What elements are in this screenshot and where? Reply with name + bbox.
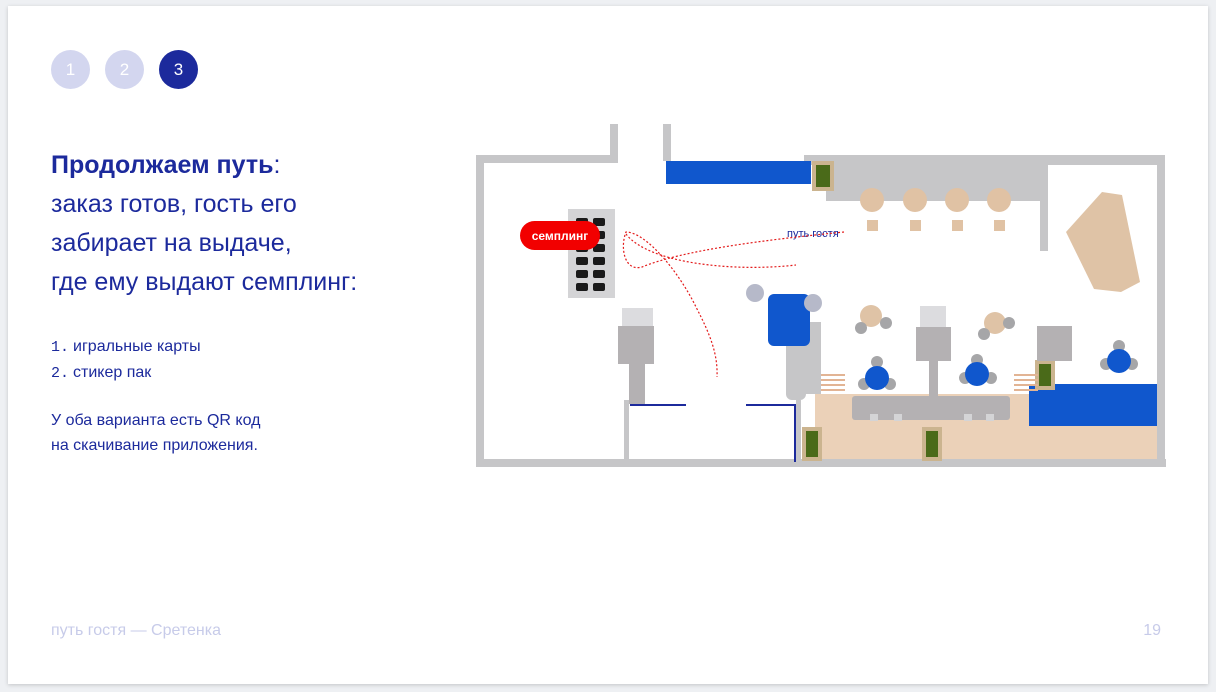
guest-path-line	[622, 231, 845, 378]
blue-armchair	[768, 294, 810, 346]
step-2[interactable]: 2	[105, 50, 144, 89]
floor-plan: семплинг путь гостя	[476, 124, 1166, 467]
table-set	[855, 305, 892, 334]
stairs	[821, 374, 1038, 391]
heading-line-2: забирает на выдаче,	[51, 229, 292, 257]
table-set	[978, 312, 1015, 340]
lounge-sofa	[1066, 192, 1140, 292]
table-set	[959, 354, 997, 386]
bar-stools	[860, 188, 1011, 231]
stool	[746, 284, 764, 302]
door-lines	[630, 404, 796, 462]
kiosk	[1037, 326, 1072, 361]
heading-line-3: где ему выдают семплинг:	[51, 268, 358, 296]
step-1[interactable]: 1	[51, 50, 90, 89]
qr-note-line-1: У оба варианта есть QR код	[51, 412, 261, 429]
footer-title: путь гостя — Сретенка	[51, 622, 221, 639]
blue-bar-right	[1029, 384, 1159, 426]
table-set	[858, 356, 896, 390]
qr-note: У оба варианта есть QR код на скачивание…	[51, 408, 411, 458]
page-number: 19	[1143, 622, 1161, 639]
heading-line-1: заказ готов, гость его	[51, 190, 297, 218]
list-item-number: 1.	[51, 339, 70, 356]
heading-bold: Продолжаем путь	[51, 151, 274, 179]
step-indicator: 1 2 3	[51, 50, 198, 89]
stool	[804, 294, 822, 312]
counter-stools	[870, 414, 994, 421]
sampling-badge-label: семплинг	[532, 229, 589, 243]
table-set	[1100, 340, 1138, 373]
slide-heading: Продолжаем путь: заказ готов, гость его …	[51, 146, 471, 302]
plants	[802, 161, 1055, 461]
list-item-number: 2.	[51, 365, 70, 382]
walls	[476, 124, 1166, 467]
list-item: 2.стикер пак	[51, 360, 201, 386]
guest-path-label: путь гостя	[787, 228, 839, 240]
step-3-current[interactable]: 3	[159, 50, 198, 89]
heading-colon: :	[273, 151, 281, 179]
qr-note-line-2: на скачивание приложения.	[51, 437, 258, 454]
list-item-text: игральные карты	[73, 338, 201, 355]
sampling-badge[interactable]: семплинг	[520, 221, 600, 250]
shelving	[618, 308, 654, 404]
list-item-text: стикер пак	[73, 364, 152, 381]
slide: 1 2 3 Продолжаем путь: заказ готов, гост…	[8, 6, 1208, 684]
kiosk	[916, 306, 951, 397]
blue-bar-top	[666, 161, 811, 184]
sampling-options-list: 1.игральные карты 2.стикер пак	[51, 334, 201, 386]
list-item: 1.игральные карты	[51, 334, 201, 360]
